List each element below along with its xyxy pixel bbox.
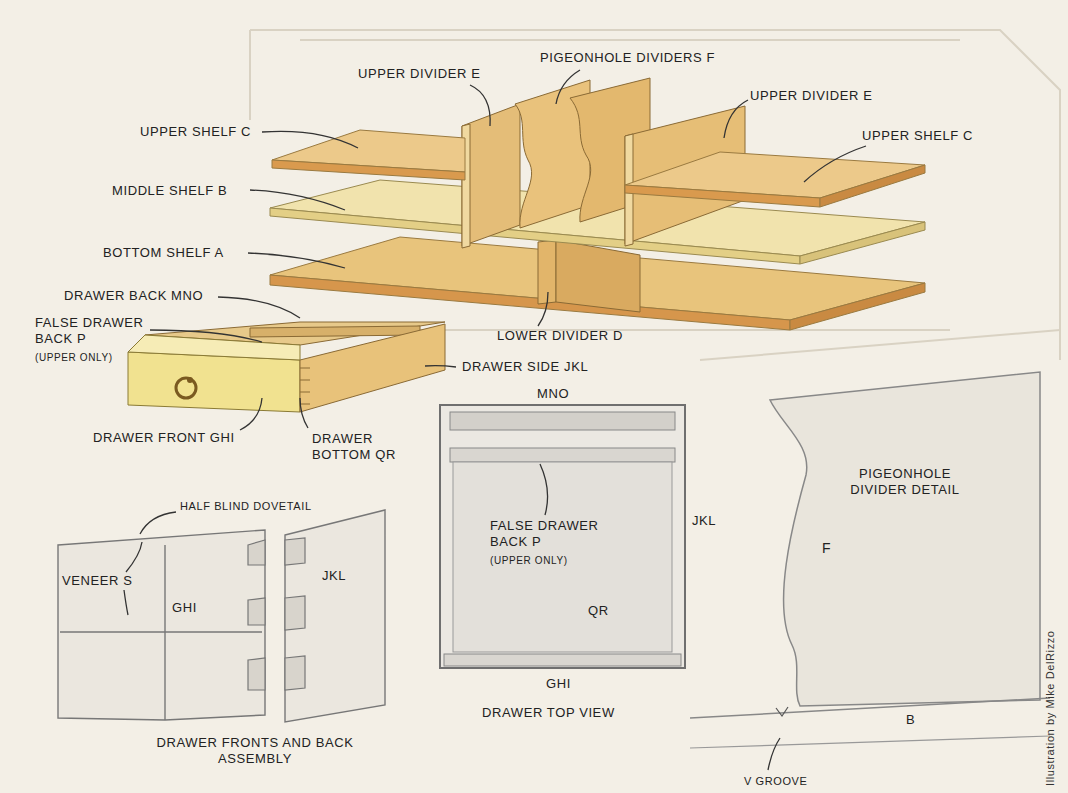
- part-label: MNO: [537, 386, 569, 402]
- part-label: BOTTOM SHELF A: [103, 245, 224, 261]
- part-label: (UPPER ONLY): [490, 553, 568, 569]
- part-label: PIGEONHOLE DIVIDER DETAIL: [830, 466, 980, 498]
- part-label: DRAWER BACK MNO: [64, 288, 203, 304]
- part-label: F: [822, 540, 831, 556]
- part-label: MIDDLE SHELF B: [112, 183, 227, 199]
- part-label: FALSE DRAWER BACK P: [490, 518, 612, 550]
- part-label: JKL: [692, 513, 716, 529]
- part-label: UPPER DIVIDER E: [358, 66, 480, 82]
- part-label: VENEER S: [62, 573, 133, 589]
- part-label: DRAWER FRONT GHI: [93, 430, 235, 446]
- part-label: LOWER DIVIDER D: [497, 328, 623, 344]
- part-label: DRAWER BOTTOM QR: [312, 431, 407, 463]
- part-label: (UPPER ONLY): [35, 350, 113, 366]
- credit-text: Illustration by Mike DelRizzo: [1042, 630, 1058, 786]
- part-label: UPPER SHELF C: [140, 124, 251, 140]
- part-label: JKL: [322, 568, 346, 584]
- part-label: FALSE DRAWER BACK P: [35, 315, 153, 347]
- part-label: UPPER DIVIDER E: [750, 88, 872, 104]
- part-label: B: [906, 712, 915, 728]
- part-label: HALF BLIND DOVETAIL: [180, 498, 312, 514]
- part-label: GHI: [546, 676, 571, 692]
- part-label: PIGEONHOLE DIVIDERS F: [540, 50, 715, 66]
- part-label: V GROOVE: [744, 773, 807, 789]
- part-label: GHI: [172, 600, 197, 616]
- part-label: DRAWER TOP VIEW: [482, 705, 615, 721]
- part-label: DRAWER SIDE JKL: [462, 359, 588, 375]
- part-label: DRAWER FRONTS AND BACK ASSEMBLY: [150, 735, 360, 767]
- part-label: QR: [588, 603, 609, 619]
- part-label: UPPER SHELF C: [862, 128, 973, 144]
